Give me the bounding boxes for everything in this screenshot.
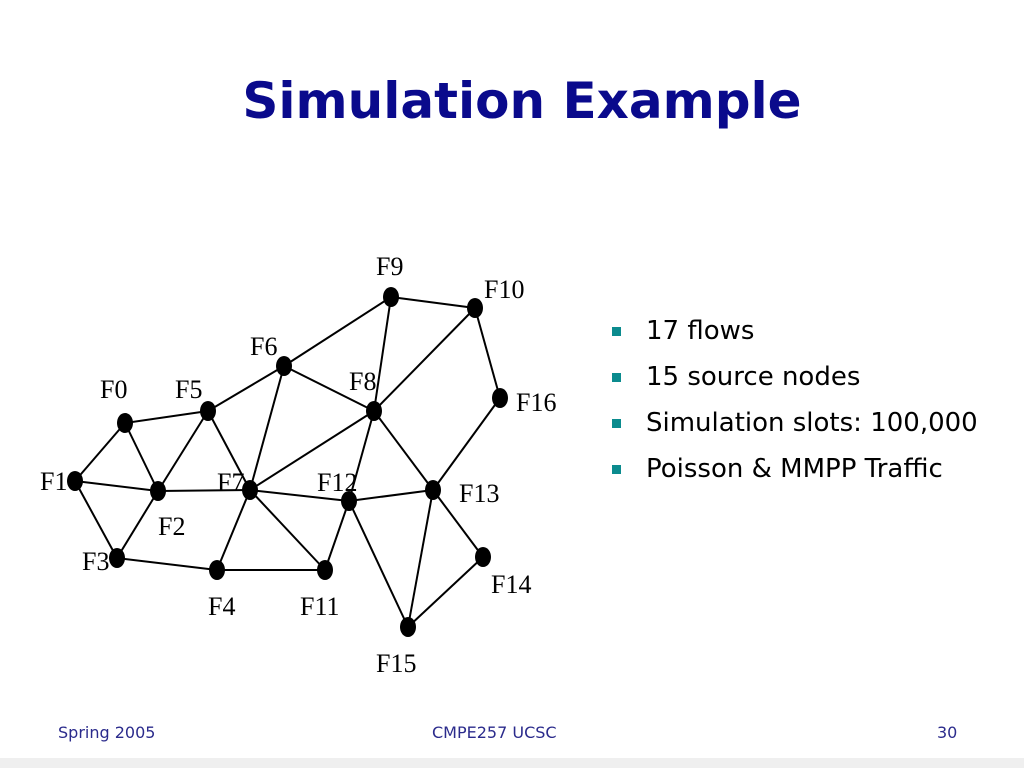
edge-f5-f7 [207,410,251,491]
edge-f7-f12 [249,489,350,502]
bullet-text: Simulation slots: 100,000 [646,408,978,438]
nodes-layer [67,287,508,637]
node-f12 [341,491,357,511]
bottom-band [0,758,1024,768]
node-label-f15: F15 [376,649,416,678]
bullet-item: Poisson & MMPP Traffic [610,450,1010,488]
node-label-f0: F0 [100,375,127,404]
edge-f7-f11 [249,489,326,571]
edge-f6-f7 [249,365,285,491]
edge-f0-f5 [124,410,209,424]
node-f10 [467,298,483,318]
edge-f12-f13 [348,489,434,502]
edge-f2-f7 [157,489,251,492]
edges-layer [74,296,501,628]
edge-f0-f1 [74,422,126,482]
node-label-f10: F10 [484,275,524,304]
edge-f6-f9 [283,296,392,367]
node-f13 [425,480,441,500]
node-label-f14: F14 [491,570,531,599]
bullet-item: Simulation slots: 100,000 [610,404,1010,442]
node-f1 [67,471,83,491]
node-f16 [492,388,508,408]
node-f14 [475,547,491,567]
node-f5 [200,401,216,421]
node-f9 [383,287,399,307]
square-bullet-icon [612,373,621,382]
node-f2 [150,481,166,501]
node-f15 [400,617,416,637]
edge-f12-f15 [348,500,409,628]
node-f11 [317,560,333,580]
node-label-f1: F1 [40,467,67,496]
edge-f2-f5 [157,410,209,492]
node-f7 [242,480,258,500]
edge-f12-f11 [324,500,350,571]
node-label-f12: F12 [317,468,357,497]
edge-f1-f3 [74,480,118,559]
node-f8 [366,401,382,421]
node-label-f4: F4 [208,592,235,621]
slide-title: Simulation Example [242,72,802,130]
square-bullet-icon [612,327,621,336]
edge-f6-f8 [283,365,375,412]
footer-date: Spring 2005 [58,723,156,742]
node-label-f3: F3 [82,547,109,576]
edge-f9-f10 [390,296,476,309]
node-label-f11: F11 [300,592,340,621]
square-bullet-icon [612,465,621,474]
edge-f14-f15 [407,556,484,628]
bullet-list: 17 flows 15 source nodes Simulation slot… [610,312,1010,496]
edge-f3-f2 [116,490,159,559]
edge-f7-f4 [216,489,251,571]
bullet-item: 17 flows [610,312,1010,350]
edge-f13-f14 [432,489,484,558]
node-label-f13: F13 [459,479,499,508]
edge-f13-f16 [432,397,501,491]
edge-f1-f2 [74,480,159,492]
bullet-text: Poisson & MMPP Traffic [646,454,943,484]
edge-f13-f15 [407,489,434,628]
footer-page-number: 30 [937,723,958,742]
edge-f9-f8 [373,296,392,412]
bullet-text: 15 source nodes [646,362,861,392]
edge-f10-f8 [373,307,476,412]
node-label-f7: F7 [217,468,244,497]
node-label-f6: F6 [250,332,277,361]
edge-f0-f2 [124,422,159,492]
node-label-f2: F2 [158,512,185,541]
node-label-f5: F5 [175,375,202,404]
node-label-f8: F8 [349,367,376,396]
footer-course: CMPE257 UCSC [432,723,557,742]
bullet-item: 15 source nodes [610,358,1010,396]
node-f6 [276,356,292,376]
node-f3 [109,548,125,568]
edge-f5-f6 [207,365,285,412]
node-f0 [117,413,133,433]
bullet-text: 17 flows [646,316,755,346]
edge-f10-f16 [474,307,501,399]
edge-f8-f12 [348,410,375,502]
square-bullet-icon [612,419,621,428]
node-f4 [209,560,225,580]
node-label-f9: F9 [376,252,403,281]
edge-f3-f4 [116,557,218,571]
node-label-f16: F16 [516,388,556,417]
edge-f7-f8 [249,410,375,491]
edge-f8-f13 [373,410,434,491]
